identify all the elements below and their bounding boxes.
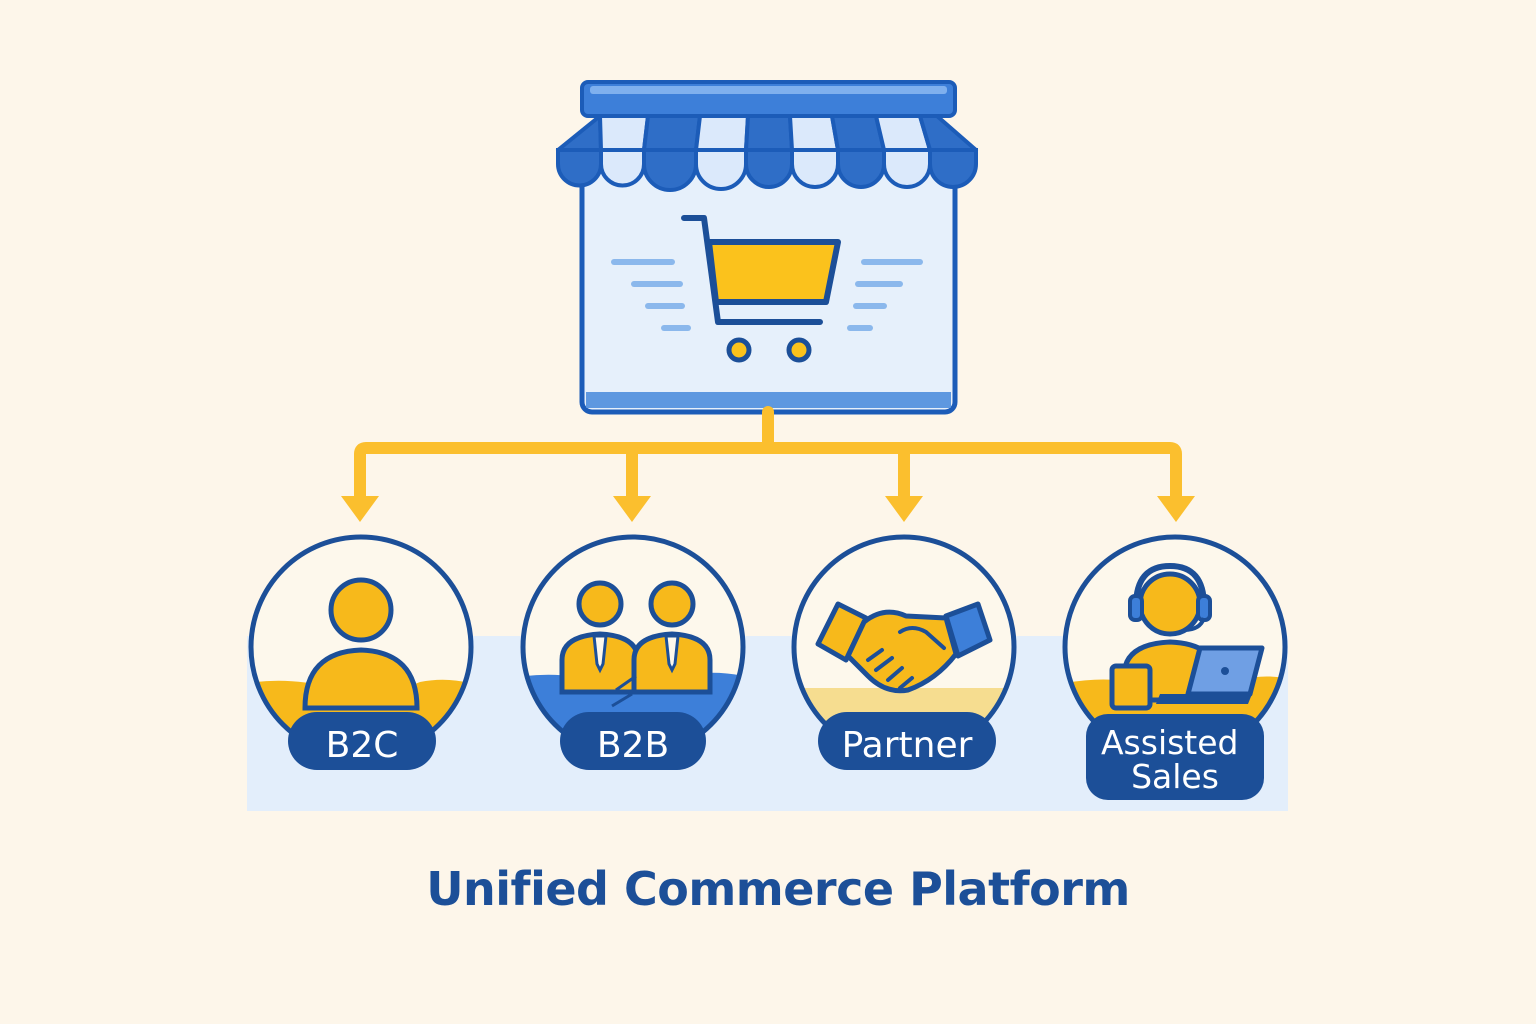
business-people-icon: [559, 580, 713, 708]
handshake-icon: [815, 601, 993, 694]
person-icon: [302, 577, 420, 711]
label-assisted-sales-line-1: Assisted: [1101, 723, 1239, 762]
support-agent-laptop-icon: [1109, 562, 1265, 711]
label-b2b: B2B: [560, 712, 706, 770]
connector-lines: [354, 406, 1182, 506]
label-b2c-text: B2C: [326, 725, 399, 766]
channel-partner: [791, 534, 1017, 760]
label-b2b-text: B2B: [597, 725, 669, 766]
label-assisted-sales: Assisted Sales: [1086, 714, 1264, 800]
label-assisted-sales-line-2: Sales: [1131, 757, 1219, 796]
connector-arrowheads: [341, 496, 1195, 522]
label-partner-text: Partner: [842, 725, 973, 766]
label-assisted-sales-text: Assisted Sales: [1101, 723, 1249, 796]
diagram-title: Unified Commerce Platform: [426, 862, 1130, 916]
shopping-cart-icon: [681, 215, 841, 363]
channel-assisted-sales: [1062, 534, 1288, 760]
label-partner: Partner: [818, 712, 996, 770]
label-b2c: B2C: [288, 712, 436, 770]
